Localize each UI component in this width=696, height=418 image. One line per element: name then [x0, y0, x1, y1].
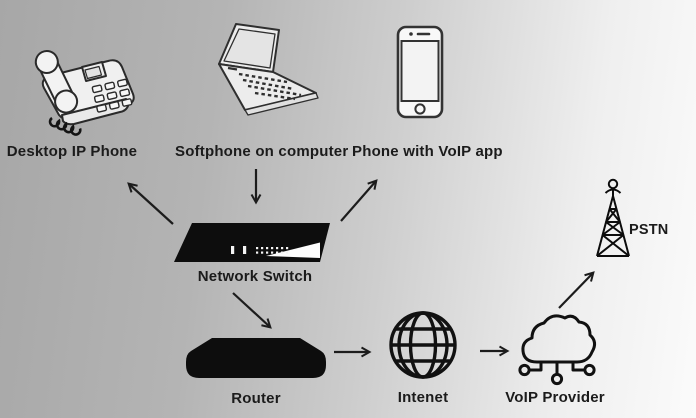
globe-icon	[389, 311, 457, 379]
desktop-ip-phone-label: Desktop IP Phone	[6, 143, 138, 160]
node-softphone	[211, 20, 323, 120]
pstn-label: PSTN	[629, 222, 669, 238]
desk-phone-icon	[34, 50, 135, 136]
radio-tower-icon	[596, 178, 630, 257]
arrow-voip-provider-to-pstn	[558, 271, 595, 309]
node-desktop-ip-phone	[22, 36, 140, 136]
node-voip-phone	[396, 25, 444, 119]
voip-phone-label: Phone with VoIP app	[352, 143, 503, 160]
arrow-switch-to-desktop-phone	[127, 182, 174, 225]
router-label: Router	[231, 390, 281, 407]
router-icon	[186, 338, 326, 378]
node-voip-provider	[515, 306, 597, 386]
node-pstn	[590, 176, 636, 262]
node-network-switch	[172, 221, 336, 265]
node-internet	[387, 309, 459, 381]
laptop-icon	[218, 23, 319, 116]
node-router	[186, 338, 326, 378]
arrow-switch-to-router	[232, 292, 272, 329]
network-switch-label: Network Switch	[197, 268, 313, 285]
network-switch-icon	[174, 223, 330, 262]
cloud-network-icon	[518, 314, 597, 386]
internet-label: Intenet	[397, 389, 449, 406]
softphone-label: Softphone on computer	[175, 143, 349, 160]
smartphone-icon	[396, 25, 444, 119]
arrow-switch-to-voip-phone	[340, 179, 378, 222]
voip-provider-label: VoIP Provider	[505, 389, 605, 406]
